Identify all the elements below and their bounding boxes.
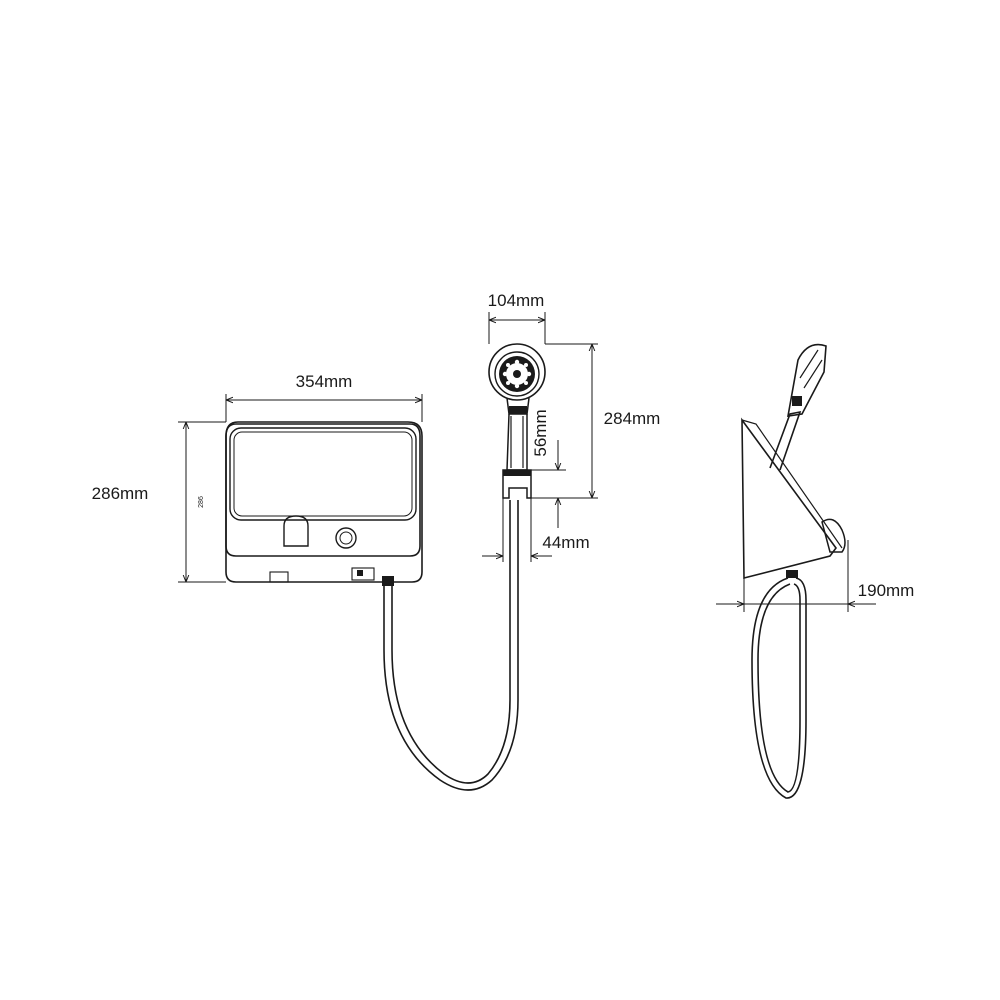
label-head-height: 284mm bbox=[604, 409, 661, 428]
label-height-front-small: 286 bbox=[198, 496, 205, 508]
dim-head-width bbox=[488, 312, 546, 344]
outlet-connector bbox=[382, 576, 394, 586]
knob-left bbox=[283, 515, 309, 547]
label-height-front: 286mm bbox=[92, 484, 149, 503]
label-depth-side: 190mm bbox=[858, 581, 915, 600]
label-bracket-width: 44mm bbox=[542, 533, 589, 552]
label-head-width: 104mm bbox=[488, 291, 545, 310]
dim-bracket-height bbox=[531, 440, 566, 528]
button-right bbox=[335, 527, 357, 549]
label-width-front: 354mm bbox=[296, 372, 353, 391]
dim-head-height bbox=[531, 343, 598, 499]
front-hose bbox=[383, 500, 519, 791]
dim-height-front bbox=[178, 421, 226, 583]
dim-width-front bbox=[225, 394, 423, 422]
dim-bracket-width bbox=[482, 498, 552, 562]
label-bracket-height: 56mm bbox=[531, 409, 550, 456]
dim-depth-side bbox=[716, 540, 876, 612]
wall-bracket bbox=[502, 469, 532, 499]
side-view bbox=[741, 343, 846, 799]
front-shower-head bbox=[488, 343, 546, 499]
front-unit bbox=[225, 421, 423, 586]
